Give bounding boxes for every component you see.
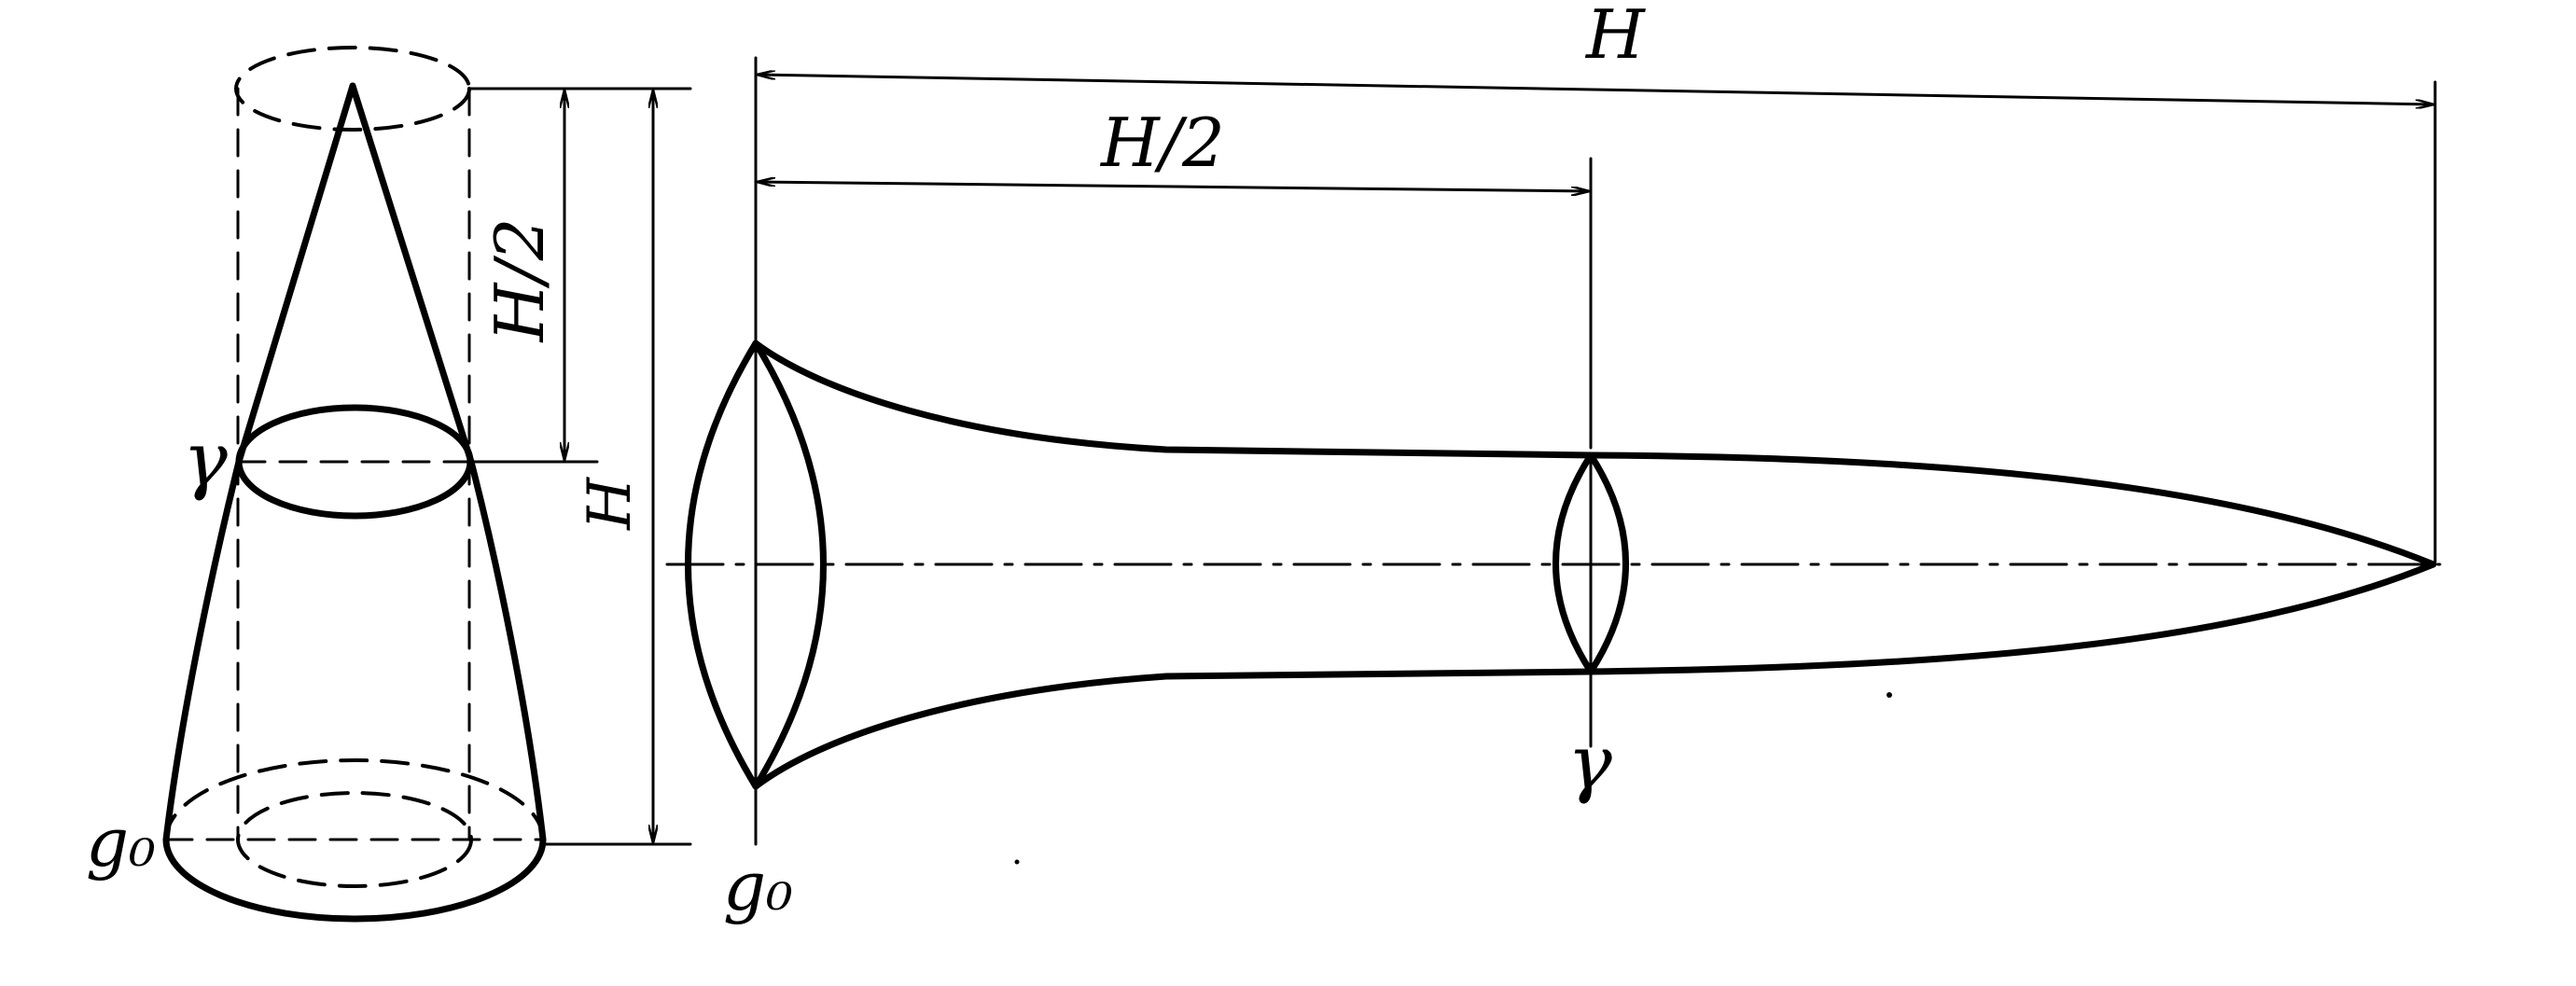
- right-half-length-dimension: [756, 182, 1591, 191]
- left-half-height-label: H/2: [480, 218, 559, 344]
- left-gamma-label: γ: [183, 416, 228, 503]
- cone-left-upper: [235, 82, 356, 465]
- cone-right-lower: [467, 458, 547, 843]
- base-ellipse-back: [164, 758, 545, 841]
- right-total-length-label: H: [1584, 0, 1646, 74]
- cone-right-upper: [349, 82, 475, 465]
- beam-bottom-edge: [752, 561, 2437, 790]
- base-ellipse-front: [162, 836, 547, 923]
- beam-top-edge: [752, 340, 2437, 568]
- right-half-length-label: H/2: [1099, 104, 1225, 182]
- left-vertical-view: H/2 H γ g₀: [86, 46, 692, 923]
- right-base-label: g₀: [723, 847, 793, 925]
- left-base-label: g₀: [86, 803, 156, 882]
- cone-left-lower: [162, 458, 243, 843]
- gamma-ellipse: [235, 404, 474, 520]
- left-total-height-label: H: [576, 477, 645, 531]
- right-gamma-label: γ: [1567, 719, 1612, 806]
- right-total-length-dimension: [756, 75, 2435, 104]
- right-horizontal-view: H H/2 γ g₀: [665, 0, 2442, 925]
